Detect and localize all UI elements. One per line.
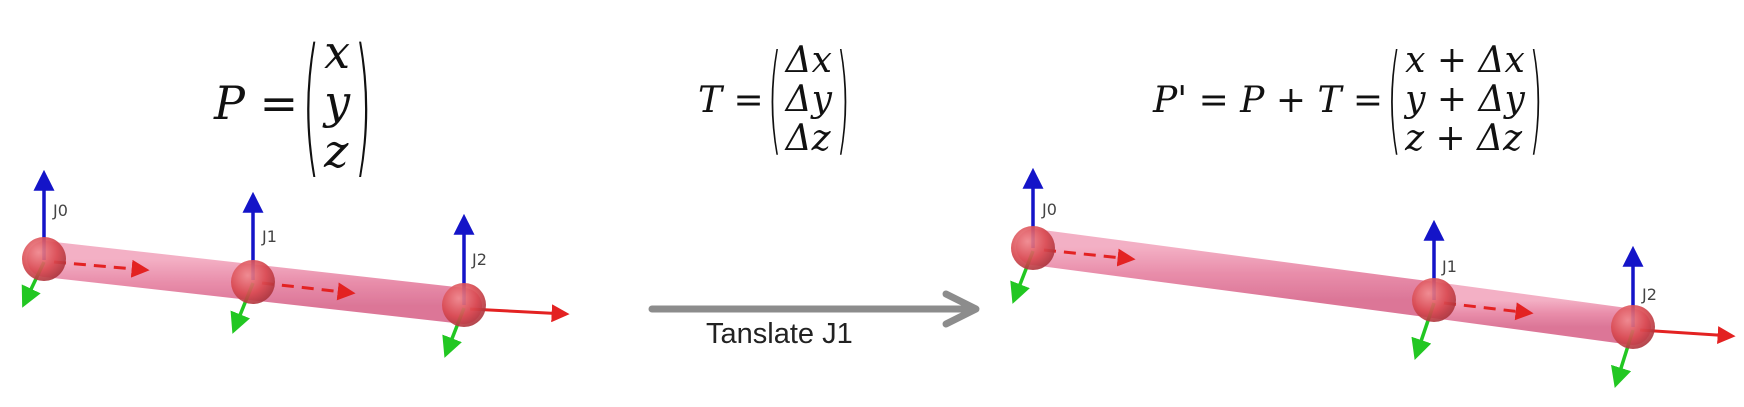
chain-before: J0 J1 J2	[21, 169, 570, 358]
joint-label-j1: J1	[261, 227, 277, 246]
x-axis	[469, 304, 570, 323]
x-axis-dashed	[261, 281, 356, 301]
translated-position-entries: x + Δx y + Δy z + Δz	[1405, 40, 1525, 159]
x-axis-dashed	[1043, 248, 1136, 267]
joint-sphere	[1611, 305, 1655, 349]
vector-entry: Δz	[785, 117, 831, 159]
position-vector-lhs: P =	[214, 75, 299, 130]
vector-entry: Δy	[785, 78, 833, 120]
link-rod	[1016, 229, 1452, 318]
translated-position-equation: P' = P + T = ( x + Δx y + Δy z + Δz )	[1153, 33, 1547, 168]
vector-entry: y	[324, 74, 351, 129]
vector-entry: z + Δz	[1405, 117, 1523, 159]
x-axis-dashed	[53, 259, 150, 278]
vector-entry: Δx	[785, 40, 832, 81]
joint-sphere	[22, 237, 66, 281]
translation-vector-equation: T = ( Δx Δy Δz )	[698, 33, 854, 168]
vector-entry: x	[324, 25, 351, 79]
chain-after: J0 J1 J2	[1010, 167, 1736, 389]
joint-label-j2: J2	[1641, 285, 1657, 304]
joint-sphere	[1412, 278, 1456, 322]
translated-position-vector: ( x + Δx y + Δy z + Δz )	[1383, 33, 1547, 168]
link-rod	[1416, 282, 1651, 345]
translate-caption: Tanslate J1	[706, 318, 853, 350]
joint-label-j2: J2	[471, 250, 487, 269]
joint-label-j0: J0	[1041, 200, 1057, 219]
joint-sphere	[231, 260, 275, 304]
left-paren: (	[1387, 32, 1402, 168]
x-axis	[1639, 326, 1736, 345]
joint-label-j0: J0	[52, 201, 68, 220]
joint-sphere	[442, 283, 486, 327]
vector-entry: z	[324, 124, 349, 179]
joint-sphere	[1011, 226, 1055, 270]
translated-position-lhs: P' = P + T =	[1153, 79, 1384, 121]
right-paren: )	[836, 32, 851, 168]
vector-entry: x + Δx	[1405, 40, 1525, 81]
position-vector: ( x y z )	[298, 13, 376, 191]
position-vector-entries: x y z	[324, 25, 351, 179]
x-axis-dashed	[1443, 301, 1534, 321]
left-paren: (	[767, 32, 782, 168]
right-paren: )	[1528, 32, 1543, 168]
translation-vector: ( Δx Δy Δz )	[764, 33, 854, 168]
translate-arrow	[648, 290, 980, 328]
vector-entry: y + Δy	[1405, 78, 1525, 120]
translation-vector-lhs: T =	[698, 79, 764, 121]
left-paren: (	[302, 13, 321, 192]
joint-label-j1: J1	[1441, 257, 1457, 276]
translation-vector-entries: Δx Δy Δz	[785, 40, 833, 159]
position-vector-equation: P = ( x y z )	[214, 13, 376, 191]
right-paren: )	[354, 13, 373, 192]
